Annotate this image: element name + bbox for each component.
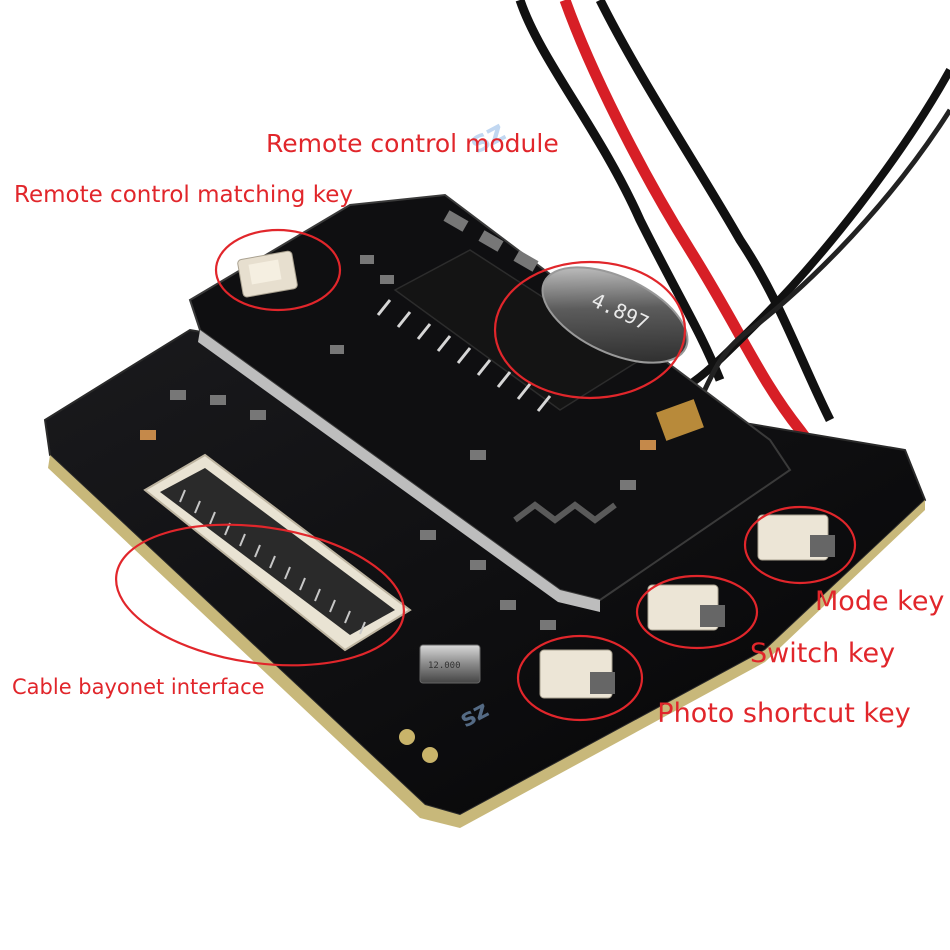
mode-key bbox=[757, 514, 835, 561]
label-cable-bayonet-interface: Cable bayonet interface bbox=[12, 675, 265, 699]
switch-key bbox=[647, 584, 725, 631]
pcb-antenna bbox=[513, 501, 617, 524]
ffc-pins bbox=[179, 489, 366, 635]
label-mode-key: Mode key bbox=[815, 586, 945, 617]
black-wire-left bbox=[515, 0, 725, 382]
annotation-circle-cable bbox=[114, 523, 406, 667]
black-wire-right bbox=[595, 0, 835, 423]
label-switch-key: Switch key bbox=[750, 638, 896, 669]
crystal-oscillator: 4.897 bbox=[541, 266, 689, 364]
small-crystal: 12.000 bbox=[419, 644, 481, 684]
annotation-circle-mode-key bbox=[743, 505, 857, 585]
annotation-circle-matching-key bbox=[214, 228, 342, 312]
solder-pad bbox=[399, 729, 415, 745]
annotation-circle-photo-key bbox=[516, 634, 644, 722]
small-crystal-marking: 12.000 bbox=[428, 661, 461, 671]
label-remote-control-module: Remote control module bbox=[266, 129, 559, 158]
photo-shortcut-key bbox=[539, 649, 615, 699]
annotation-circle-switch-key bbox=[635, 574, 759, 650]
antenna-connector bbox=[656, 399, 704, 441]
label-remote-control-matching-key: Remote control matching key bbox=[14, 182, 353, 208]
ffc-connector-slot bbox=[160, 468, 395, 635]
black-wire-far bbox=[678, 68, 950, 394]
solder-pad bbox=[422, 747, 438, 763]
ic-pins bbox=[376, 299, 552, 412]
remote-matching-key bbox=[237, 250, 298, 298]
remote-module-pcb bbox=[188, 193, 792, 602]
module-edge bbox=[198, 330, 600, 612]
antenna-wire bbox=[697, 108, 950, 402]
smd-parts bbox=[140, 210, 656, 630]
label-photo-shortcut-key: Photo shortcut key bbox=[657, 698, 911, 729]
annotation-circle-remote-module bbox=[493, 260, 687, 400]
